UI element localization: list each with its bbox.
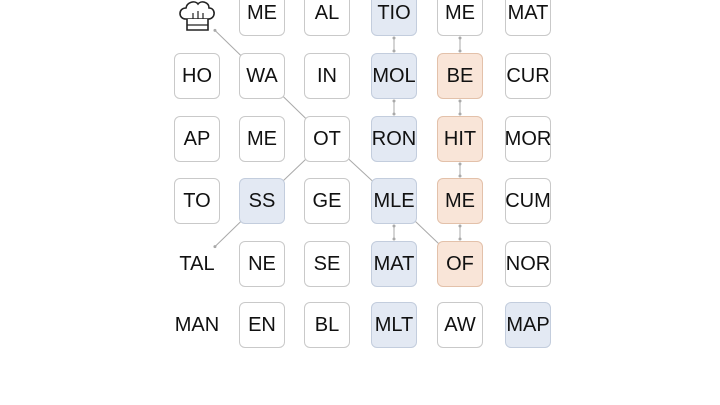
tile-r0-c5[interactable]: MAT <box>505 0 551 36</box>
tile-r1-c4[interactable]: BE <box>437 53 483 99</box>
path-link-dot <box>458 36 462 40</box>
tile-r4-c1[interactable]: NE <box>239 241 285 287</box>
tile-r3-c5[interactable]: CUM <box>505 178 551 224</box>
tile-r4-c0[interactable]: TAL <box>179 252 215 275</box>
chef-hat-icon[interactable] <box>174 0 220 35</box>
path-link-dot <box>458 162 462 166</box>
tile-r3-c4[interactable]: ME <box>437 178 483 224</box>
path-link-dot <box>392 99 396 103</box>
tile-r3-c3[interactable]: MLE <box>371 178 417 224</box>
path-link-dot <box>392 224 396 228</box>
tile-r2-c0[interactable]: AP <box>174 116 220 162</box>
tile-r3-c0[interactable]: TO <box>174 178 220 224</box>
tile-r4-c4[interactable]: OF <box>437 241 483 287</box>
path-link-dot <box>392 36 396 40</box>
tile-r2-c4[interactable]: HIT <box>437 116 483 162</box>
tile-r5-c2[interactable]: BL <box>304 302 350 348</box>
tile-r2-c5[interactable]: MOR <box>505 116 551 162</box>
tile-r5-c1[interactable]: EN <box>239 302 285 348</box>
tile-r1-c5[interactable]: CUR <box>505 53 551 99</box>
tile-r1-c2[interactable]: IN <box>304 53 350 99</box>
path-link-dot <box>458 224 462 228</box>
tile-r2-c3[interactable]: RON <box>371 116 417 162</box>
tile-r5-c0[interactable]: MAN <box>174 313 220 336</box>
tile-r0-c1[interactable]: ME <box>239 0 285 36</box>
tile-r4-c3[interactable]: MAT <box>371 241 417 287</box>
tile-r3-c2[interactable]: GE <box>304 178 350 224</box>
tile-r2-c1[interactable]: ME <box>239 116 285 162</box>
tile-r2-c2[interactable]: OT <box>304 116 350 162</box>
tile-r1-c0[interactable]: HO <box>174 53 220 99</box>
tile-r1-c3[interactable]: MOL <box>371 53 417 99</box>
tile-r4-c5[interactable]: NOR <box>505 241 551 287</box>
tile-r5-c5[interactable]: MAP <box>505 302 551 348</box>
tile-r1-c1[interactable]: WA <box>239 53 285 99</box>
tile-r5-c3[interactable]: MLT <box>371 302 417 348</box>
tile-r0-c3[interactable]: TIO <box>371 0 417 36</box>
tile-r0-c4[interactable]: ME <box>437 0 483 36</box>
path-link-dot <box>458 99 462 103</box>
tile-r0-c2[interactable]: AL <box>304 0 350 36</box>
tile-r4-c2[interactable]: SE <box>304 241 350 287</box>
tile-r5-c4[interactable]: AW <box>437 302 483 348</box>
tile-r3-c1[interactable]: SS <box>239 178 285 224</box>
